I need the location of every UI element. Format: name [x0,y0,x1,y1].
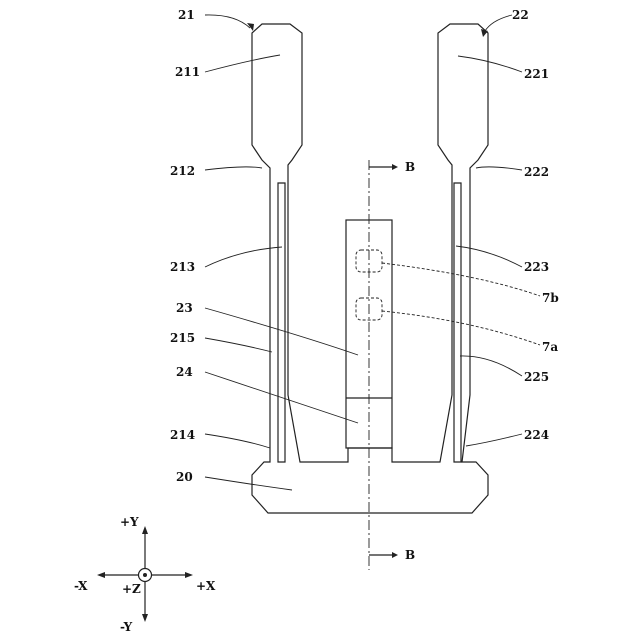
label-21: 21 [178,8,195,22]
leader-215 [205,338,272,352]
leader-212 [205,167,262,170]
neg-y-arrow [142,614,148,622]
label-211: 211 [175,65,200,79]
label-212: 212 [170,164,195,178]
axis-label-neg-x: -X [74,579,88,593]
label-222: 222 [524,165,549,179]
pos-x-arrow [185,572,193,578]
leader-22-arrow [481,29,488,37]
label-224: 224 [524,428,549,442]
neg-x-arrow [97,572,105,578]
leader-22 [485,15,512,31]
leader-223 [456,246,522,267]
label-23: 23 [176,301,193,315]
label-7b: 7b [542,291,559,305]
label-223: 223 [524,260,549,274]
label-213: 213 [170,260,195,274]
leader-211 [205,55,280,72]
left-slot [278,183,285,462]
label-section-bottom: B [405,548,415,562]
label-214: 214 [170,428,195,442]
leader-20 [205,477,292,490]
leader-225 [460,356,522,376]
label-22: 22 [512,8,529,22]
section-bottom-arrow [392,552,398,558]
leader-221 [458,56,522,72]
leader-21 [205,15,250,28]
axis-label-pos-z: +Z [122,582,141,596]
z-axis-dot [143,573,147,577]
label-225: 225 [524,370,549,384]
label-20: 20 [176,470,193,484]
label-section-top: B [405,160,415,174]
axis-label-neg-y: -Y [120,620,133,634]
leader-224 [466,434,522,446]
label-215: 215 [170,331,195,345]
label-7a: 7a [542,340,558,354]
axis-label-pos-y: +Y [120,515,139,529]
section-top-arrow [392,164,398,170]
leader-21-arrow [247,23,254,31]
coordinate-axes: +Y -Y +X -X +Z [74,515,216,634]
leader-24 [205,372,358,423]
pos-y-arrow [142,526,148,534]
leader-23 [205,308,358,355]
axis-label-pos-x: +X [196,579,216,593]
label-24: 24 [176,365,193,379]
device-outline [252,24,488,513]
leader-214 [205,434,270,448]
label-221: 221 [524,67,549,81]
leader-222 [476,167,522,170]
